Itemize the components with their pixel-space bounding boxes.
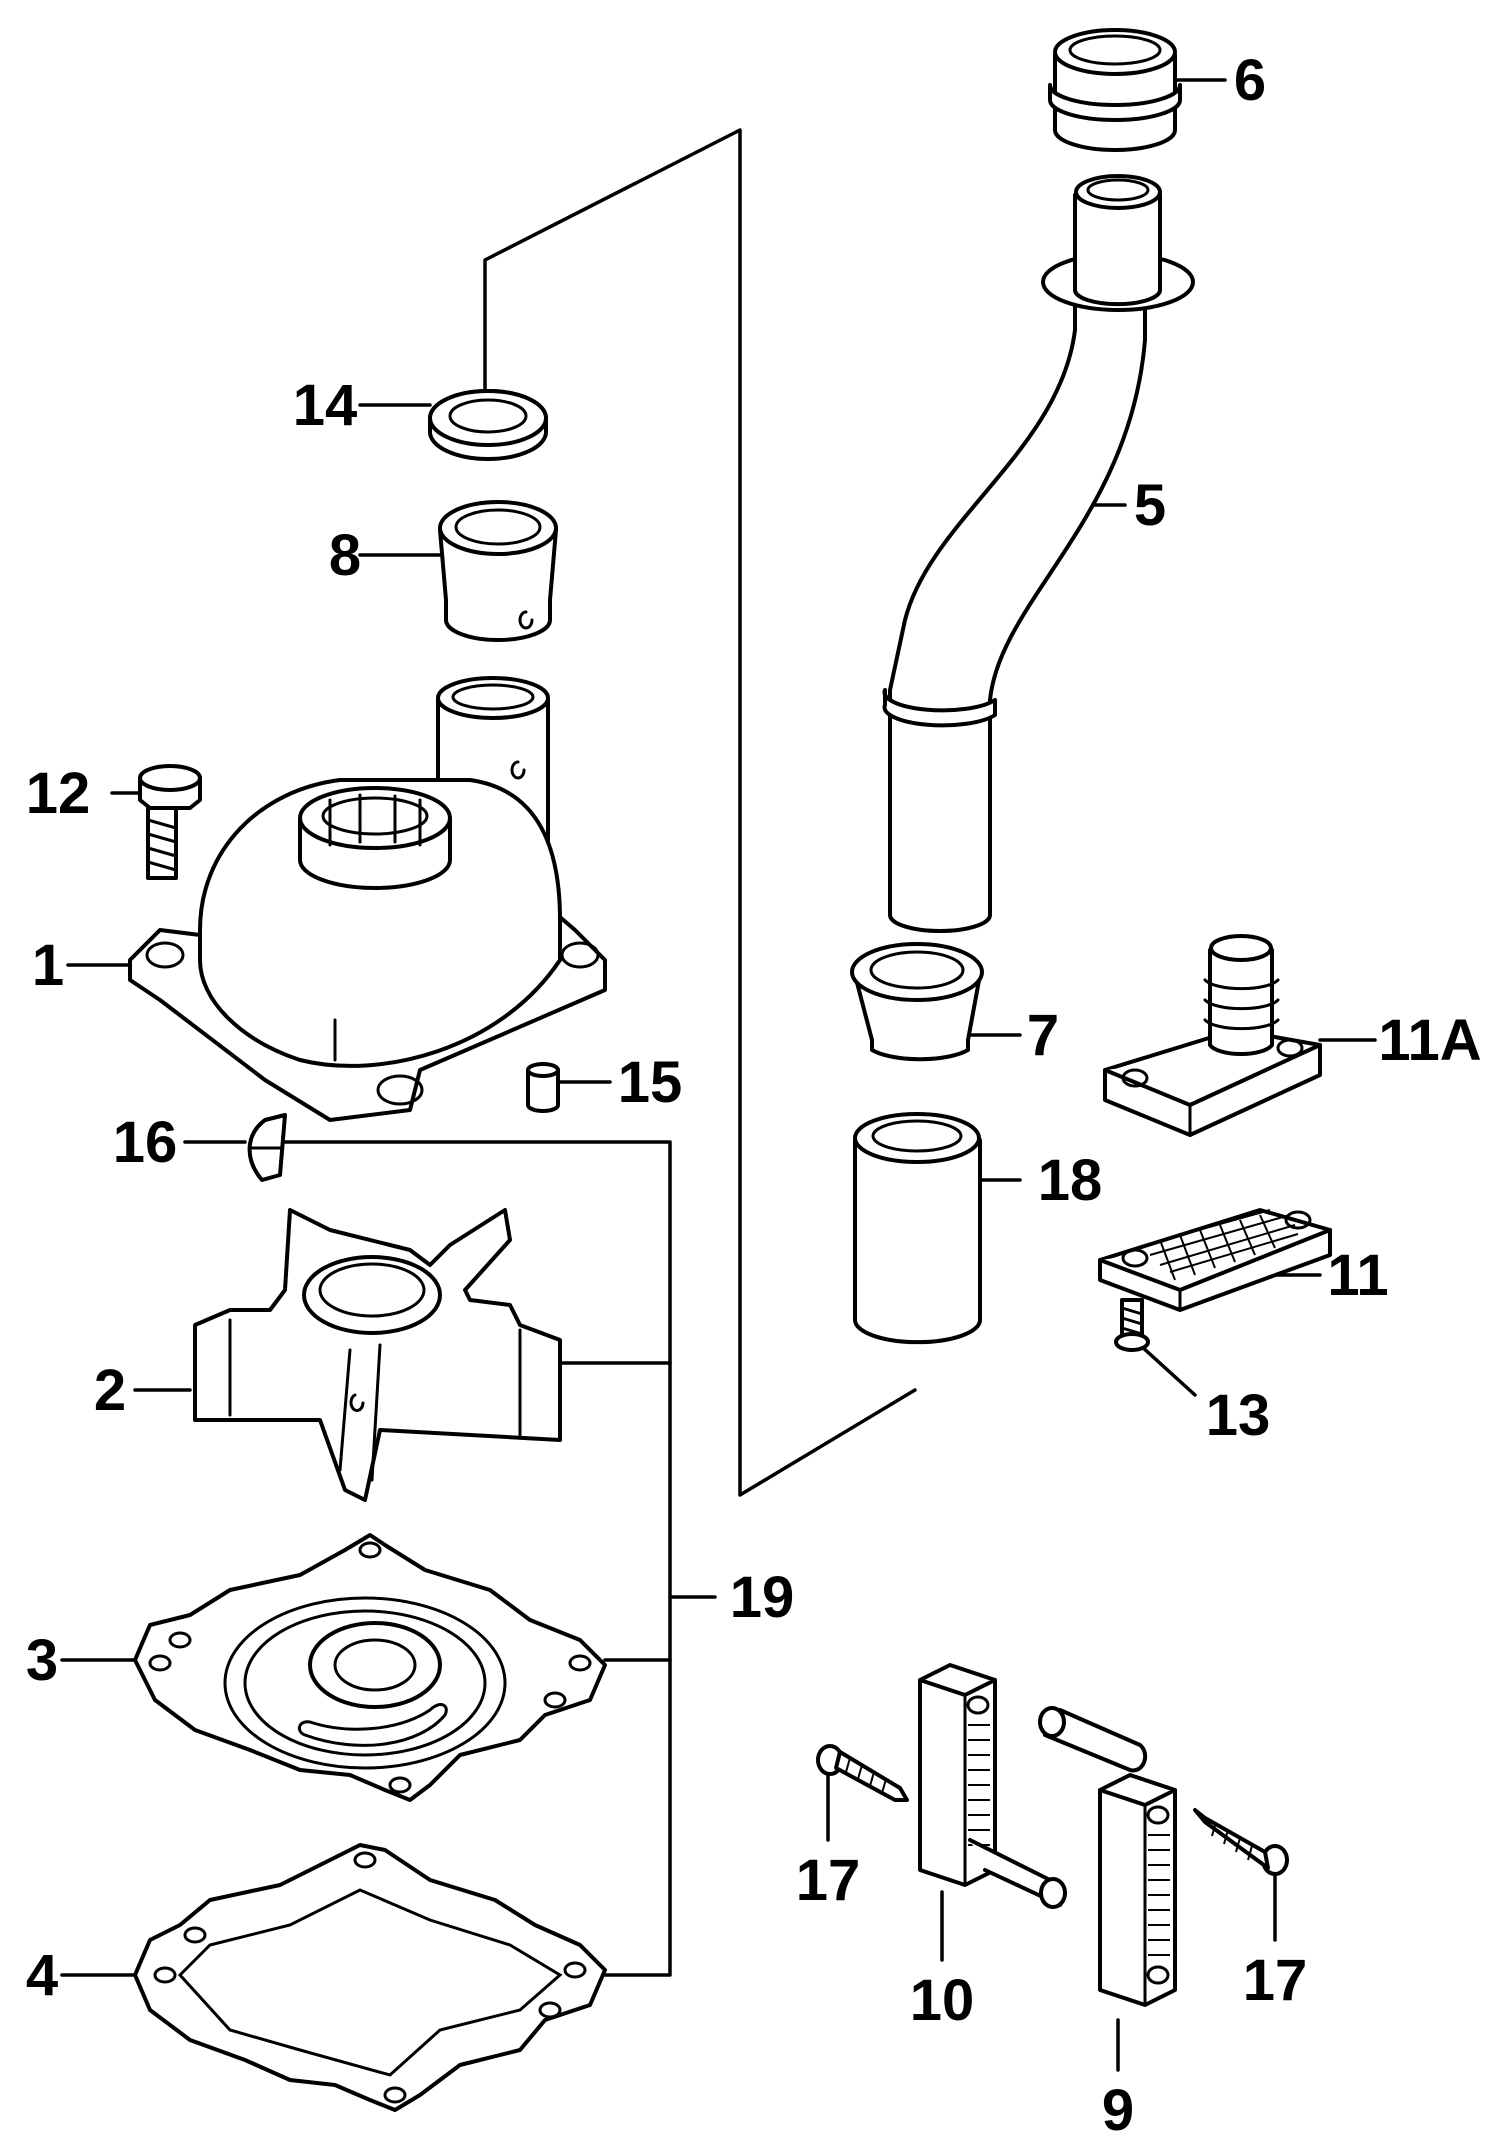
callout-6: 6: [1234, 48, 1266, 113]
part-16-key: [247, 1113, 287, 1182]
part-11-strainer-screen: [1098, 1208, 1332, 1312]
part-17-screw-left: [816, 1744, 909, 1802]
callout-12: 12: [26, 761, 91, 826]
part-18-sleeve-tube: [853, 1112, 982, 1345]
callout-7: 7: [1027, 1003, 1059, 1068]
callout-14: 14: [293, 373, 358, 438]
callout-11: 11: [1327, 1243, 1388, 1308]
callout-11a: 11A: [1378, 1008, 1481, 1073]
bracket-line-19: [278, 1140, 672, 1977]
part-8-bushing: [438, 500, 558, 642]
callout-18: 18: [1038, 1148, 1103, 1213]
callout-9: 9: [1102, 2078, 1134, 2143]
part-7-bushing: [850, 942, 984, 1062]
part-4-gasket: [133, 1843, 607, 2112]
callout-19: 19: [730, 1565, 795, 1630]
callout-10: 10: [910, 1968, 975, 2033]
callout-13: 13: [1206, 1383, 1271, 1448]
part-6-grommet: [1048, 28, 1182, 152]
part-1-pump-housing: [128, 676, 607, 1122]
callout-17-right: 17: [1243, 1948, 1308, 2013]
callout-16: 16: [113, 1110, 178, 1175]
callout-8: 8: [329, 523, 361, 588]
assembly-bracket-lines: [278, 128, 917, 1977]
bracket-line-14-18: [483, 128, 917, 1497]
callout-15: 15: [618, 1050, 683, 1115]
part-11a-strainer-nozzle: [1103, 934, 1322, 1137]
callout-4: 4: [26, 1943, 58, 2008]
leader-13: [1138, 1343, 1197, 1397]
callout-labels: 1 2 3 4 5 6 7 8 9 10 11 11A 12 13 14 15 …: [26, 48, 1482, 2143]
leader-lines: [60, 78, 1377, 2072]
part-9-anode-bar: [1038, 1706, 1177, 2007]
part-17-screw-right: [1193, 1808, 1289, 1876]
part-3-wear-plate: [133, 1533, 607, 1802]
part-5-water-tube: [882, 174, 1195, 933]
callout-1: 1: [32, 933, 64, 998]
part-12-bolt: [138, 764, 202, 880]
part-10-anode-bar: [918, 1663, 1067, 1909]
part-13-screw: [1114, 1298, 1150, 1352]
part-2-impeller: [193, 1208, 562, 1502]
callout-17-left: 17: [796, 1848, 861, 1913]
part-15-dowel-pin: [526, 1062, 560, 1113]
callout-3: 3: [26, 1628, 58, 1693]
callout-5: 5: [1134, 473, 1166, 538]
part-14-washer: [428, 389, 548, 461]
callout-2: 2: [94, 1358, 126, 1423]
